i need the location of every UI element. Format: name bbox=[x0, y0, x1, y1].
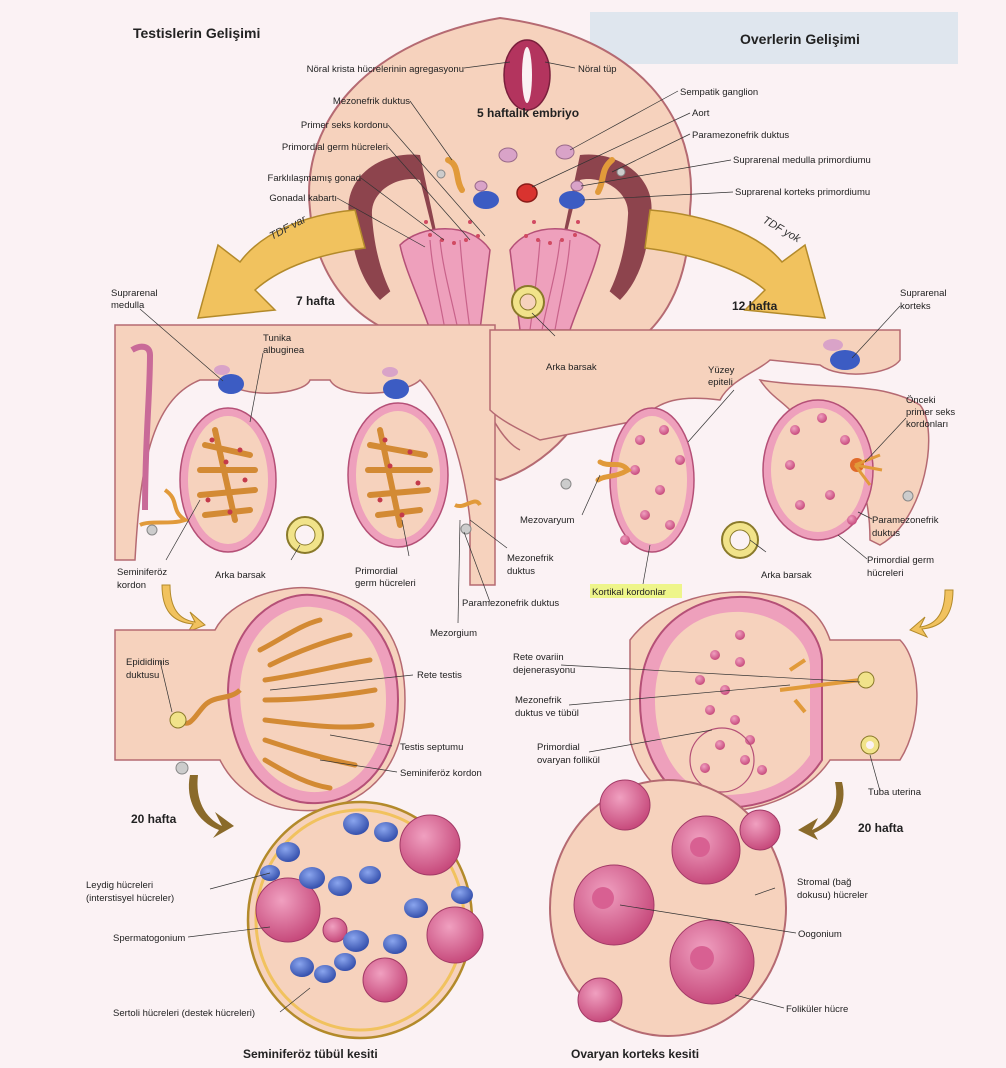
label-primordial-ovaryan-1: Primordial bbox=[537, 742, 580, 753]
label-tunika-2: albuginea bbox=[263, 345, 305, 356]
label-yuzey-1: Yüzey bbox=[708, 365, 735, 376]
label-tuba-uterina: Tuba uterina bbox=[868, 787, 922, 798]
caption-ovaryan-korteks: Ovaryan korteks kesiti bbox=[571, 1047, 699, 1061]
label-suprarenal-medulla-2: medulla bbox=[111, 300, 145, 311]
label-epididimis-1: Epididimis bbox=[126, 657, 170, 668]
label-primordial-germ-male-2: germ hücreleri bbox=[355, 578, 416, 589]
label-primordial-germ-female-2: hücreleri bbox=[867, 568, 903, 579]
label-leydig-2: (interstisyel hücreler) bbox=[86, 893, 174, 904]
label-arka-barsak-male: Arka barsak bbox=[215, 570, 266, 581]
title-ovaries: Overlerin Gelişimi bbox=[740, 31, 860, 47]
label-suprarenal-medulla-1: Suprarenal bbox=[111, 288, 157, 299]
label-aort: Aort bbox=[692, 108, 710, 119]
label-mezonefrik-duktus-male-1: Mezonefrik bbox=[507, 553, 554, 564]
label-noral-krista: Nöral krista hücrelerinin agregasyonu bbox=[307, 64, 464, 75]
left-down-arrow bbox=[162, 585, 205, 632]
label-rete-ovarii-1: Rete ovariin bbox=[513, 652, 564, 663]
ovarian-cortex-cross-section bbox=[550, 780, 786, 1036]
label-mezonefrik-duktus-male-2: duktus bbox=[507, 566, 535, 577]
tdf-yok-label: TDF yok bbox=[761, 214, 803, 245]
stage-12-week: 12 hafta bbox=[732, 299, 778, 313]
label-seminiferoz-kordon-2: kordon bbox=[117, 580, 146, 591]
label-rete-testis: Rete testis bbox=[417, 670, 462, 681]
label-suprarenal-korteks-2: korteks bbox=[900, 301, 931, 312]
label-primer-seks-kordonu: Primer seks kordonu bbox=[301, 120, 388, 131]
label-arka-barsak-center: Arka barsak bbox=[546, 362, 597, 373]
label-gonadal-kabarti: Gonadal kabartı bbox=[269, 193, 337, 204]
female-zoom-arrow bbox=[798, 782, 844, 840]
label-noral-tup: Nöral tüp bbox=[578, 64, 617, 75]
label-kortikal-kordonlar: Kortikal kordonlar bbox=[592, 587, 666, 598]
stage-7-week: 7 hafta bbox=[296, 294, 335, 308]
label-mezorgium: Mezorgium bbox=[430, 628, 477, 639]
label-primordial-germ-male-1: Primordial bbox=[355, 566, 398, 577]
label-mezovaryum: Mezovaryum bbox=[520, 515, 574, 526]
label-seminiferoz-kordon-20: Seminiferöz kordon bbox=[400, 768, 482, 779]
title-embryo: 5 haftalık embriyo bbox=[477, 106, 579, 120]
stage-20-week-male: 20 hafta bbox=[131, 812, 177, 826]
label-onceki-2: primer seks bbox=[906, 407, 955, 418]
label-follikuler: Foliküler hücre bbox=[786, 1004, 848, 1015]
label-paramezonefrik-duktus-male: Paramezonefrik duktus bbox=[462, 598, 559, 609]
label-epididimis-2: duktusu bbox=[126, 670, 159, 681]
label-paramezonefrik-female-1: Paramezonefrik bbox=[872, 515, 939, 526]
male-zoom-arrow bbox=[189, 775, 234, 838]
label-paramezonefrik-female-2: duktus bbox=[872, 528, 900, 539]
label-spermatogonium: Spermatogonium bbox=[113, 933, 185, 944]
label-seminiferoz-kordon-1: Seminiferöz bbox=[117, 567, 167, 578]
label-rete-ovarii-2: dejenerasyonu bbox=[513, 665, 575, 676]
label-onceki-1: Önceki bbox=[906, 395, 936, 406]
label-oogonium: Oogonium bbox=[798, 929, 842, 940]
label-paramezonefrik-duktus: Paramezonefrik duktus bbox=[692, 130, 789, 141]
male-7-week-section bbox=[115, 325, 495, 585]
label-leydig-1: Leydig hücreleri bbox=[86, 880, 153, 891]
label-yuzey-2: epiteli bbox=[708, 377, 733, 388]
right-down-arrow bbox=[910, 590, 953, 637]
label-farklilasmamis-gonad: Farklılaşmamış gonad bbox=[268, 173, 361, 184]
label-stromal-2: dokusu) hücreler bbox=[797, 890, 868, 901]
label-suprarenal-medulla-primordiumu: Suprarenal medulla primordiumu bbox=[733, 155, 871, 166]
label-arka-barsak-female: Arka barsak bbox=[761, 570, 812, 581]
title-testes: Testislerin Gelişimi bbox=[133, 25, 260, 41]
label-primordial-germ: Primordial germ hücreleri bbox=[282, 142, 388, 153]
label-suprarenal-korteks-1: Suprarenal bbox=[900, 288, 946, 299]
label-onceki-3: kordonları bbox=[906, 419, 948, 430]
label-primordial-germ-female-1: Primordial germ bbox=[867, 555, 934, 566]
caption-seminiferoz: Seminiferöz tübül kesiti bbox=[243, 1047, 378, 1061]
label-mezonefrik-female-1: Mezonefrik bbox=[515, 695, 562, 706]
label-stromal-1: Stromal (bağ bbox=[797, 877, 851, 888]
label-sempatik-ganglion: Sempatik ganglion bbox=[680, 87, 758, 98]
label-mezonefrik-duktus: Mezonefrik duktus bbox=[333, 96, 410, 107]
seminiferous-tubule-cross-section bbox=[248, 802, 483, 1038]
female-20-week-section bbox=[630, 592, 917, 812]
male-20-week-section bbox=[115, 588, 405, 811]
label-sertoli: Sertoli hücreleri (destek hücreleri) bbox=[113, 1008, 255, 1019]
label-suprarenal-korteks-primordiumu: Suprarenal korteks primordiumu bbox=[735, 187, 870, 198]
label-tunika-1: Tunika bbox=[263, 333, 292, 344]
label-mezonefrik-female-2: duktus ve tübül bbox=[515, 708, 579, 719]
label-primordial-ovaryan-2: ovaryan follikül bbox=[537, 755, 600, 766]
stage-20-week-female: 20 hafta bbox=[858, 821, 904, 835]
label-testis-septumu: Testis septumu bbox=[400, 742, 463, 753]
